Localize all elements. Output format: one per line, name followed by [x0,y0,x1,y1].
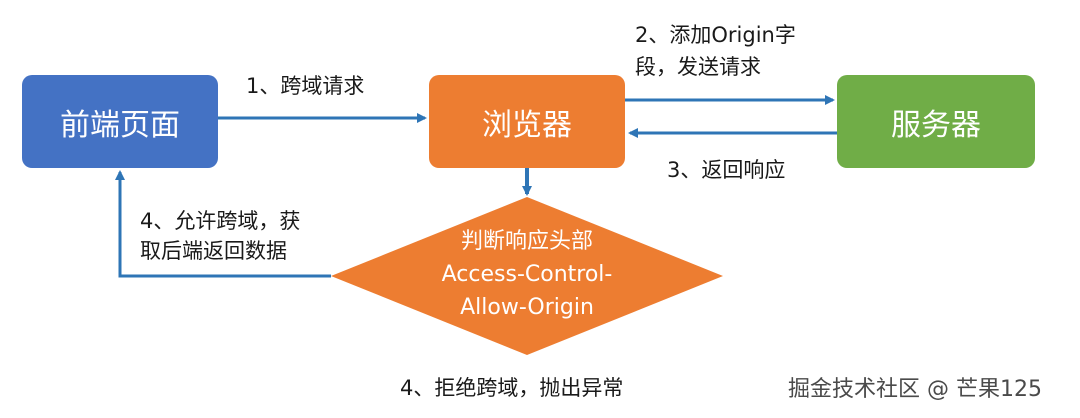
step1-label: 1、跨域请求 [246,74,365,98]
decision-line-1: 判断响应头部 [460,229,593,254]
step4-allow-label-line2: 取后端返回数据 [140,239,287,263]
step3-label: 3、返回响应 [667,158,786,182]
step4-reject-label: 4、拒绝跨域，抛出异常 [400,376,624,400]
watermark: 掘金技术社区 @ 芒果125 [788,377,1042,402]
browser-label: 浏览器 [482,107,572,143]
step2-label-line2: 段，发送请求 [635,55,761,79]
decision-line-3: Allow-Origin [460,295,594,320]
browser-node: 浏览器 [429,75,625,168]
decision-line-2: Access-Control- [441,262,613,287]
frontend-page-node: 前端页面 [22,75,218,168]
step4-allow-label-line1: 4、允许跨域，获 [140,209,301,233]
step2-label-line1: 2、添加Origin字 [635,23,796,47]
server-node: 服务器 [837,75,1035,168]
arrow-decision-to-frontend [115,170,331,278]
decision-diamond [331,197,723,355]
server-label: 服务器 [891,107,981,143]
frontend-page-label: 前端页面 [60,107,180,143]
decision-text: 判断响应头部 Access-Control- Allow-Origin [387,225,667,324]
